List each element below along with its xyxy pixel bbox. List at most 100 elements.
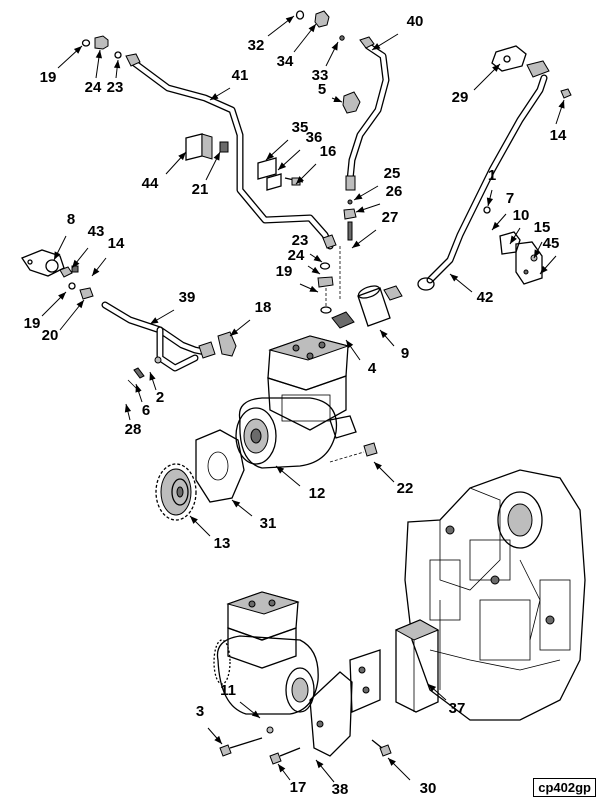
callout-31: 31 <box>231 499 276 532</box>
callout-number: 2 <box>156 389 164 406</box>
callout-arrowhead <box>354 193 363 200</box>
callout-arrowhead <box>72 259 80 268</box>
callout-number: 30 <box>420 780 437 797</box>
callout-number: 35 <box>292 119 309 136</box>
callout-arrowhead <box>214 735 222 744</box>
callout-number: 3 <box>196 703 204 720</box>
engine-block <box>404 469 586 721</box>
callout-24: 24 <box>288 247 321 275</box>
callout-arrowhead <box>150 317 159 324</box>
callout-23: 23 <box>292 232 323 263</box>
callout-arrowhead <box>95 50 103 59</box>
bolt-17 <box>269 747 301 765</box>
callout-number: 25 <box>384 165 401 182</box>
callout-8: 8 <box>53 211 75 261</box>
callout-arrowhead <box>210 93 219 100</box>
callout-number: 6 <box>142 402 150 419</box>
callout-arrowhead <box>372 43 381 50</box>
callout-28: 28 <box>125 403 141 438</box>
figure-id-label: cp402gp <box>533 778 596 797</box>
callout-arrowhead <box>149 372 156 381</box>
callout-number: 7 <box>506 190 514 207</box>
callout-12: 12 <box>275 465 326 502</box>
callout-number: 19 <box>24 315 41 332</box>
callout-arrowhead <box>276 466 285 474</box>
callout-32: 32 <box>248 15 295 54</box>
callout-number: 9 <box>401 345 409 362</box>
hose-9 <box>357 285 403 327</box>
callout-number: 19 <box>276 263 293 280</box>
callout-arrowhead <box>311 266 320 274</box>
callout-number: 19 <box>40 69 57 86</box>
callout-13: 13 <box>189 515 230 552</box>
elbow-fitting-5 <box>342 91 361 114</box>
callout-1: 1 <box>486 167 496 207</box>
callout-23: 23 <box>107 59 124 96</box>
callout-44: 44 <box>142 151 187 192</box>
bolt-30 <box>371 739 392 757</box>
callout-number: 18 <box>255 299 272 316</box>
callout-21: 21 <box>192 151 221 198</box>
callout-17: 17 <box>277 763 306 796</box>
callout-14: 14 <box>91 235 125 277</box>
callout-number: 20 <box>42 327 59 344</box>
callout-arrowhead <box>356 206 365 213</box>
callout-22: 22 <box>373 461 413 497</box>
callout-number: 8 <box>67 211 75 228</box>
callout-33: 33 <box>312 41 339 84</box>
callout-34: 34 <box>277 23 317 70</box>
callout-number: 24 <box>85 79 102 96</box>
fitting-group-left <box>21 249 94 300</box>
callout-number: 33 <box>312 67 329 84</box>
callout-arrowhead <box>232 500 241 508</box>
air-line-40 <box>345 36 390 191</box>
bolt-3 <box>219 737 263 757</box>
callout-arrowhead <box>296 176 304 184</box>
callout-arrowhead <box>73 46 82 54</box>
callout-number: 23 <box>292 232 309 249</box>
callout-3: 3 <box>196 703 223 745</box>
callout-number: 42 <box>477 289 494 306</box>
callout-arrowhead <box>540 265 548 274</box>
callout-19: 19 <box>276 263 319 293</box>
callout-number: 40 <box>407 13 424 30</box>
callout-42: 42 <box>449 273 494 306</box>
callout-35: 35 <box>265 119 309 161</box>
callout-arrowhead <box>374 462 382 470</box>
callout-number: 23 <box>107 79 124 96</box>
callout-arrowhead <box>58 292 66 300</box>
air-line-39 <box>101 301 216 372</box>
callout-18: 18 <box>229 299 272 337</box>
callout-19: 19 <box>24 291 67 332</box>
callout-arrowhead <box>492 64 500 72</box>
callout-25: 25 <box>353 165 401 201</box>
callout-number: 43 <box>88 223 105 240</box>
callout-number: 14 <box>550 127 567 144</box>
callout-4: 4 <box>345 339 377 377</box>
callout-16: 16 <box>295 143 336 185</box>
air-compressor-installed <box>213 591 319 734</box>
callout-arrowhead <box>230 328 239 336</box>
callout-number: 12 <box>309 485 326 502</box>
callout-6: 6 <box>135 383 150 419</box>
callout-30: 30 <box>387 757 437 797</box>
callout-arrowhead <box>380 330 388 339</box>
callout-arrowhead <box>135 384 142 393</box>
fitting-group-lower-left <box>127 356 162 393</box>
callout-number: 1 <box>488 167 496 184</box>
callout-number: 34 <box>277 53 294 70</box>
callout-15: 15 <box>533 219 550 259</box>
spacer-block-37 <box>394 619 440 713</box>
callout-41: 41 <box>209 67 248 101</box>
bracket-group-center <box>185 133 304 191</box>
air-line-41 <box>125 53 337 250</box>
callout-arrowhead <box>251 710 260 718</box>
callout-37: 37 <box>427 683 465 717</box>
callout-number: 45 <box>543 235 560 252</box>
callout-arrowhead <box>190 516 198 524</box>
clamp-4 <box>331 311 355 329</box>
callout-number: 36 <box>306 129 323 146</box>
callout-38: 38 <box>315 759 348 798</box>
